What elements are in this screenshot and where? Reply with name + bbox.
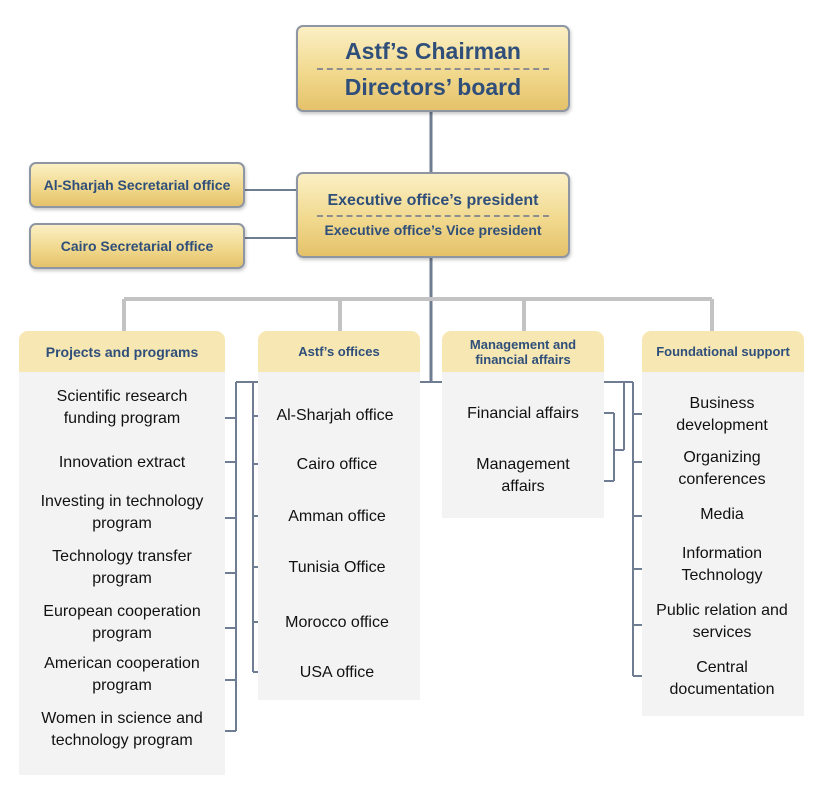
offices-item: Al-Sharjah office (276, 407, 394, 424)
cairo-secretarial-box: Cairo Secretarial office (29, 223, 245, 269)
projects-item: Innovation extract (58, 454, 186, 471)
directors-board-title: Directors’ board (344, 73, 522, 100)
offices-item: Tunisia Office (288, 559, 386, 576)
cairo-secretarial-label: Cairo Secretarial office (60, 237, 214, 254)
sharjah-secretarial-box: Al-Sharjah Secretarial office (29, 162, 245, 208)
management-panel (442, 372, 604, 518)
management-item: Financial affairs (467, 405, 579, 422)
offices-item: USA office (299, 664, 375, 681)
executive-president-title: Executive office’s president (327, 192, 539, 209)
offices-header-label: Astf’s offices (298, 344, 380, 359)
projects-item: Investing in technology program (40, 493, 204, 532)
foundational-header-label: Foundational support (656, 344, 790, 359)
management-header-label: Management and financial affairs (469, 336, 577, 367)
foundational-item: Organizing conferences (678, 449, 766, 488)
chairman-title: Astf’s Chairman (345, 37, 521, 64)
offices-header: Astf’s offices (258, 331, 420, 372)
projects-item: American cooperation program (44, 655, 200, 694)
offices-item: Amman office (288, 508, 386, 525)
foundational-header: Foundational support (642, 331, 804, 372)
projects-item: Scientific research funding program (56, 388, 188, 427)
projects-item: Women in science and technology program (41, 710, 203, 749)
foundational-item: Central documentation (669, 659, 775, 698)
offices-item: Cairo office (296, 456, 378, 473)
chairman-box: Astf’s Chairman Directors’ board (296, 25, 570, 112)
chairman-divider (316, 67, 550, 70)
management-header: Management and financial affairs (442, 331, 604, 372)
projects-header: Projects and programs (19, 331, 225, 372)
projects-item: European cooperation program (43, 603, 201, 642)
sharjah-secretarial-label: Al-Sharjah Secretarial office (43, 176, 231, 193)
offices-panel (258, 372, 420, 700)
foundational-item: Business development (676, 395, 768, 434)
management-item: Management affairs (476, 456, 570, 495)
foundational-panel (642, 372, 804, 716)
projects-header-label: Projects and programs (45, 343, 199, 360)
foundational-item: Public relation and services (656, 602, 788, 641)
executive-box: Executive office’s president Executive o… (296, 172, 570, 258)
foundational-item: Information Technology (681, 545, 763, 584)
foundational-item: Media (700, 506, 744, 523)
projects-item: Technology transfer program (52, 548, 192, 587)
projects-panel (19, 372, 225, 775)
executive-vice-president-title: Executive office’s Vice president (324, 222, 542, 238)
executive-divider (316, 215, 550, 217)
offices-item: Morocco office (285, 614, 389, 631)
